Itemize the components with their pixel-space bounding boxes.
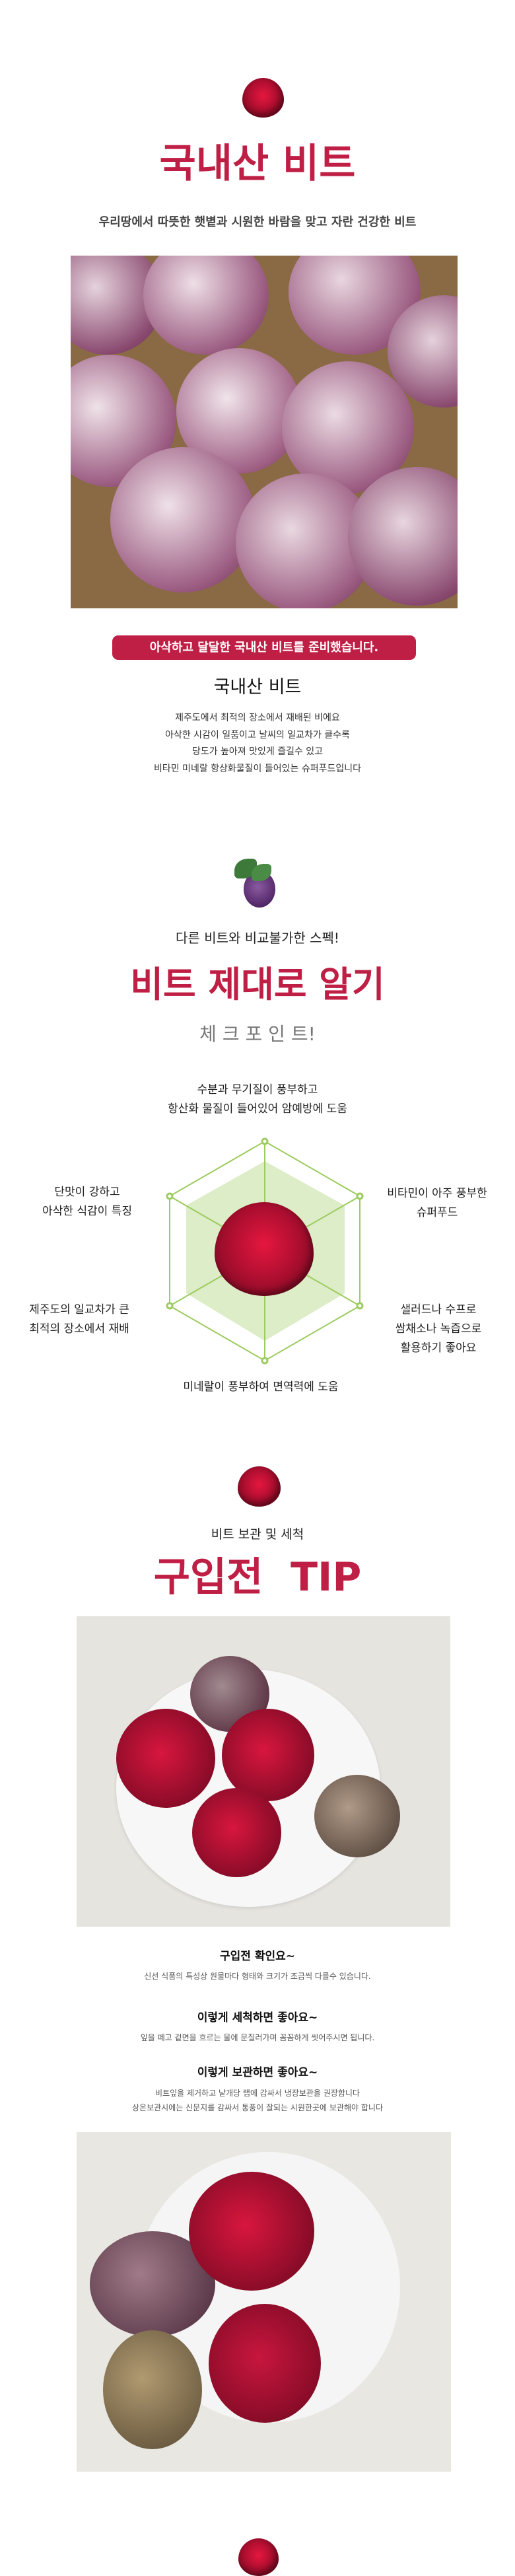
beets-closeup-photo bbox=[77, 2132, 451, 2472]
point-lower-left: 제주도의 일교차가 큰 최적의 장소에서 재배 bbox=[13, 1301, 145, 1339]
tip-heading: 구입전 확인요~ bbox=[219, 1950, 295, 1963]
tip-heading: 이렇게 세척하면 좋아요~ bbox=[197, 2011, 318, 2024]
point-line: 쌈채소나 녹즙으로 bbox=[395, 1322, 482, 1336]
point-line: 단맛이 강하고 bbox=[54, 1186, 120, 1199]
intro-description: 제주도에서 최적의 장소에서 재배된 비에요 아삭한 시감이 일품이고 날씨의 … bbox=[0, 710, 515, 778]
point-line: 활용하기 좋아요 bbox=[400, 1342, 477, 1355]
point-upper-right: 비타민이 아주 풍부한 슈퍼푸드 bbox=[371, 1184, 503, 1223]
point-line: 제주도의 일교차가 큰 bbox=[29, 1303, 129, 1316]
tip-line: 신선 식품의 특성상 원물마다 형태와 크기가 조금씩 다를수 있습니다. bbox=[144, 1972, 371, 1981]
beet-slice-icon bbox=[242, 78, 284, 118]
intro-banner-text: 아삭하고 달달한 국내산 비트를 준비했습니다. bbox=[149, 641, 379, 655]
point-bottom: 미네랄이 풍부하여 면역력에 도움 bbox=[3, 1378, 515, 1397]
point-line: 최적의 장소에서 재배 bbox=[29, 1322, 129, 1336]
beets-in-crate-photo bbox=[71, 256, 458, 608]
tips-title: 구입전 TIP bbox=[153, 1554, 362, 1600]
point-line: 비타민이 아주 풍부한 bbox=[387, 1187, 487, 1200]
hexagon-nodes bbox=[166, 1137, 364, 1365]
page-title: 국내산 비트 bbox=[159, 141, 356, 187]
point-line: 미네랄이 풍부하여 면역력에 도움 bbox=[183, 1380, 339, 1394]
spec-title: 비트 제대로 알기 bbox=[130, 964, 385, 1005]
tip-line: 잎을 떼고 겉면을 흐르는 물에 문질러가며 꼼꼼하게 씻어주시면 됩니다. bbox=[140, 2033, 375, 2042]
tip-storage: 이렇게 보관하면 좋아요~ 비트잎을 제거하고 낱개당 랩에 감싸서 냉장보관을… bbox=[0, 2065, 515, 2115]
intro-heading: 국내산 비트 bbox=[213, 677, 302, 698]
point-line: 슈퍼푸드 bbox=[416, 1206, 458, 1219]
intro-line: 아삭한 시감이 일품이고 날씨의 일교차가 클수록 bbox=[165, 729, 350, 740]
kohlrabi-beet-icon bbox=[234, 859, 284, 908]
intro-line: 제주도에서 최적의 장소에서 재배된 비에요 bbox=[175, 713, 340, 723]
intro-line: 당도가 높아져 맛있게 즐길수 있고 bbox=[191, 746, 324, 758]
intro-banner: 아삭하고 달달한 국내산 비트를 준비했습니다. bbox=[112, 635, 416, 660]
point-line: 항산화 물질이 들어있어 암예방에 도움 bbox=[168, 1102, 347, 1116]
beets-on-plate-photo bbox=[77, 1616, 450, 1927]
beet-slice-icon bbox=[238, 2538, 279, 2576]
point-line: 샐러드나 수프로 bbox=[400, 1303, 477, 1316]
tip-line: 비트잎을 제거하고 낱개당 랩에 감싸서 냉장보관을 권장합니다 bbox=[155, 2089, 360, 2098]
tip-purchase: 구입전 확인요~ 신선 식품의 특성상 원물마다 형태와 크기가 조금씩 다를수… bbox=[0, 1949, 515, 1984]
intro-line: 비타민 미네랄 항상화물질이 들어있는 슈퍼푸드입니다 bbox=[153, 764, 362, 775]
point-line: 수분과 무기질이 풍부하고 bbox=[197, 1083, 318, 1096]
tip-washing: 이렇게 세척하면 좋아요~ 잎을 떼고 겉면을 흐르는 물에 문질러가며 꼼꼼하… bbox=[0, 2010, 515, 2045]
tip-line: 상온보관시에는 신문지를 감싸서 통풍이 잘되는 시원한곳에 보관해야 합니다 bbox=[132, 2103, 383, 2112]
beet-center-image bbox=[215, 1202, 314, 1296]
point-lower-right: 샐러드나 수프로 쌈채소나 녹즙으로 활용하기 좋아요 bbox=[372, 1301, 504, 1358]
tips-kicker: 비트 보관 및 세척 bbox=[211, 1527, 304, 1542]
tip-heading: 이렇게 보관하면 좋아요~ bbox=[197, 2066, 318, 2079]
spec-kicker: 다른 비트와 비교불가한 스펙! bbox=[176, 930, 339, 946]
point-upper-left: 단맛이 강하고 아삭한 식감이 특징 bbox=[21, 1183, 153, 1221]
point-line: 아삭한 식감이 특징 bbox=[42, 1205, 132, 1218]
intro-subtitle: 우리땅에서 따뜻한 햇볕과 시원한 바람을 맞고 자란 건강한 비트 bbox=[98, 215, 417, 229]
beet-slice-icon bbox=[238, 1466, 281, 1507]
point-top: 수분과 무기질이 풍부하고 항산화 물질이 들어있어 암예방에 도움 bbox=[0, 1081, 515, 1119]
spec-subtitle: 체 크 포 인 트! bbox=[199, 1023, 316, 1045]
